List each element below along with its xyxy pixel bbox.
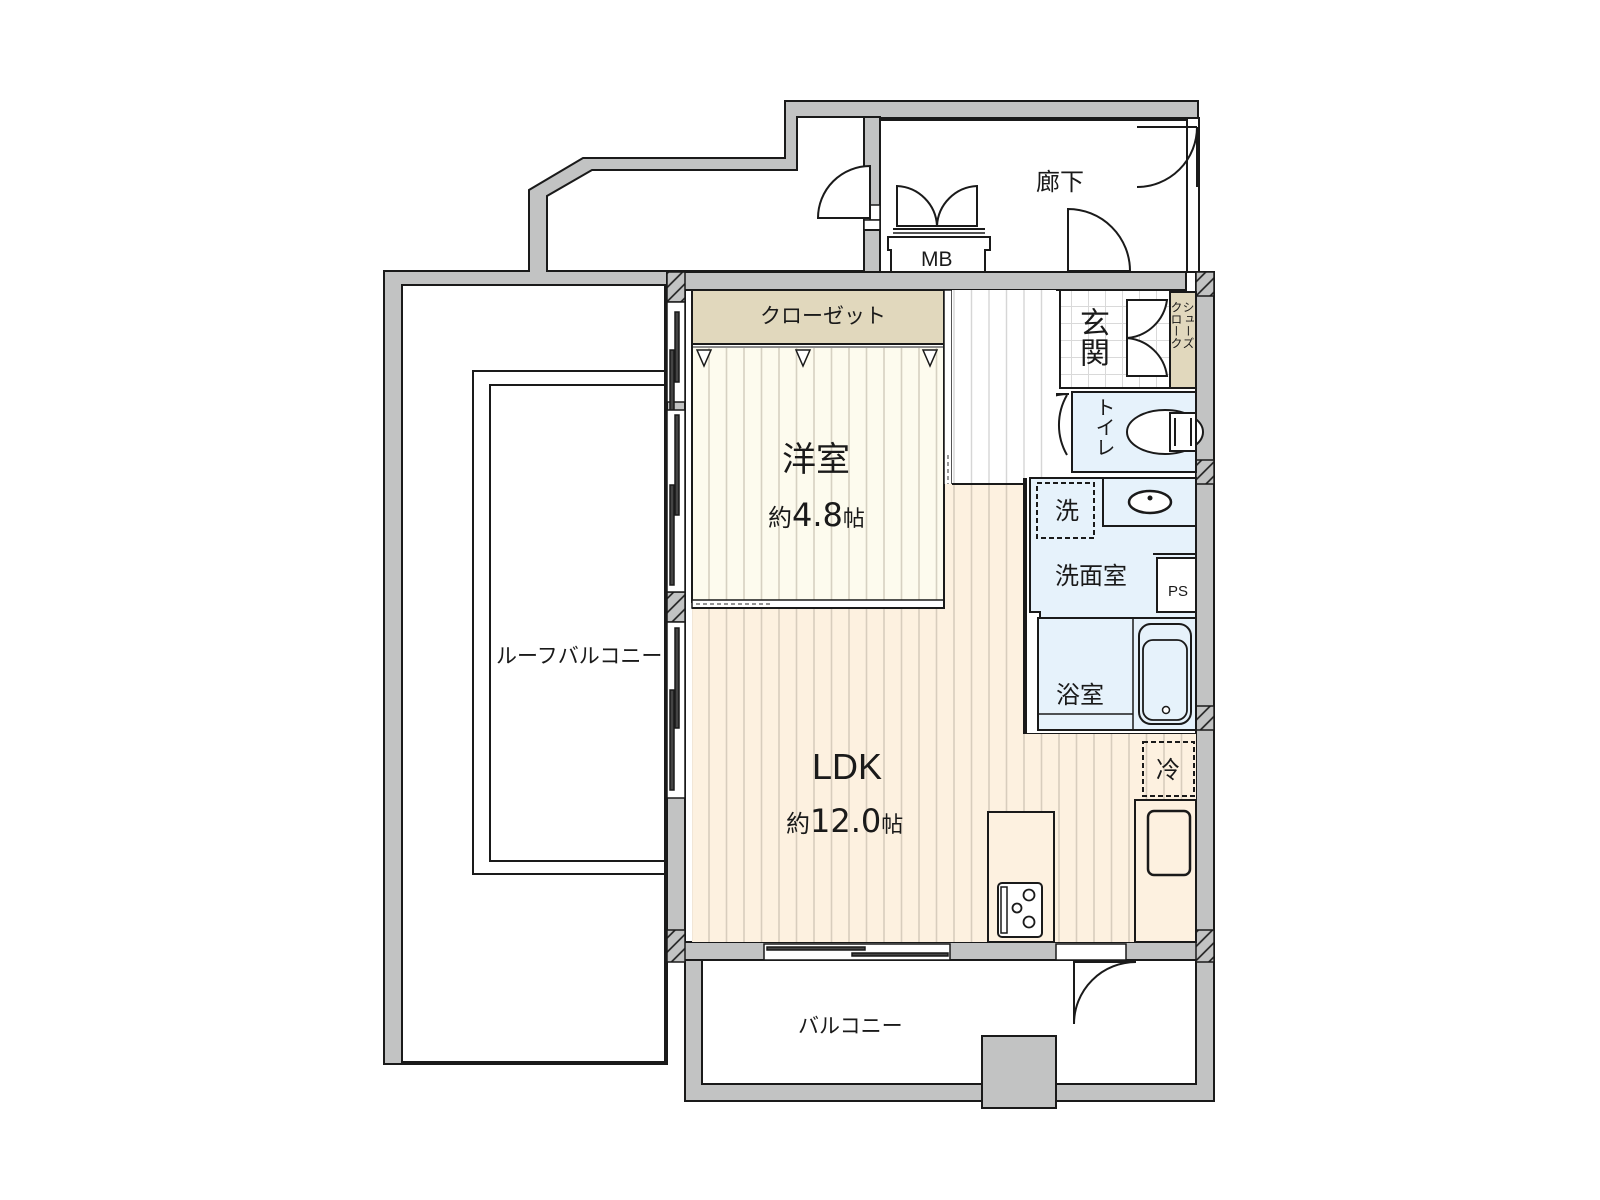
door-swing <box>816 164 871 219</box>
western-room <box>691 289 953 609</box>
windows <box>666 301 1127 961</box>
stove-icon <box>997 882 1043 938</box>
area-value: 12.0 <box>810 802 882 840</box>
kitchen-sink-icon <box>1146 809 1192 877</box>
area-unit: 帖 <box>842 507 865 532</box>
washroom <box>1029 477 1197 619</box>
sink-icon <box>1127 489 1173 515</box>
room-label-bathroom: 浴室 <box>1056 681 1104 709</box>
room-area-ldk: 約12.0帖 <box>786 805 903 837</box>
meter-box <box>887 228 991 273</box>
entrance <box>1059 289 1171 389</box>
roof-balcony <box>472 370 666 875</box>
room-label-washer: 洗 <box>1055 497 1079 525</box>
room-label-fridge: 冷 <box>1156 756 1180 784</box>
room-label-entrance: 玄関 <box>1074 307 1109 367</box>
ldk <box>692 478 1197 943</box>
fridge-space <box>1142 741 1195 797</box>
room-label-corridor: 廊下 <box>1036 168 1084 196</box>
structural-columns <box>666 271 1215 963</box>
room-label-closet: クローゼット <box>760 304 886 328</box>
washer-space <box>1036 482 1095 539</box>
area-unit: 帖 <box>881 813 904 838</box>
room-label-shoe-closet-1: シューズ <box>1181 301 1195 349</box>
hall <box>952 290 1056 484</box>
room-area-western: 約4.8帖 <box>768 499 865 531</box>
room-label-ldk: LDK <box>812 746 883 787</box>
room-label-toilet: トイレ <box>1092 397 1116 457</box>
toilet-room <box>1071 391 1204 473</box>
room-label-balcony: バルコニー <box>798 1014 903 1038</box>
room-label-western: 洋室 <box>782 440 850 480</box>
room-label-mb: MB <box>921 248 953 271</box>
area-prefix: 約 <box>786 810 810 838</box>
room-label-roof-balcony: ルーフバルコニー <box>496 644 663 668</box>
room-label-ps: PS <box>1168 583 1189 600</box>
bathroom <box>1025 478 1197 735</box>
room-label-washroom: 洗面室 <box>1055 562 1127 590</box>
shoe-closet <box>1169 291 1197 389</box>
room-label-shoe-closet-2: クローク <box>1169 301 1183 349</box>
area-value: 4.8 <box>792 496 843 534</box>
area-prefix: 約 <box>768 504 792 532</box>
